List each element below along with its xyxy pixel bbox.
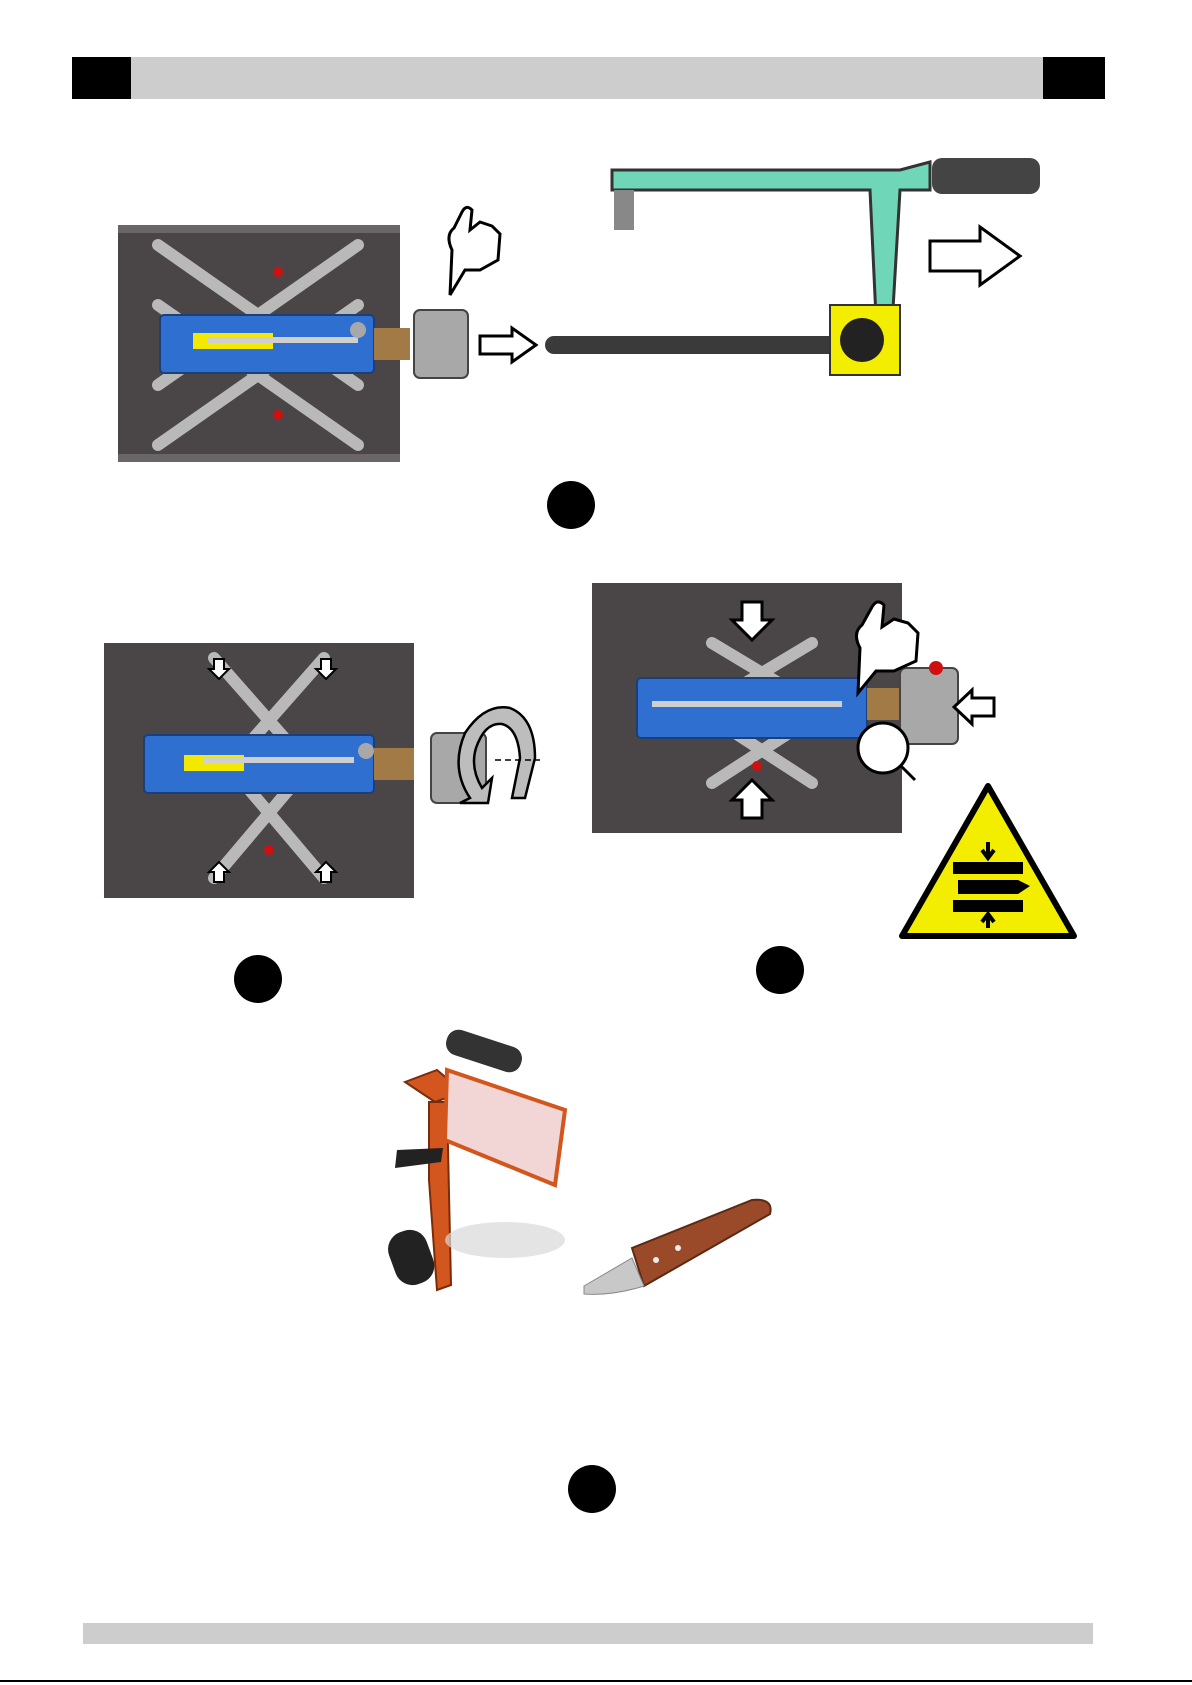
- step-3-badge: [756, 946, 804, 994]
- footer-bar: [83, 1623, 1093, 1644]
- outline-arrow-icon: [928, 225, 1023, 287]
- magnifier-icon: [855, 720, 917, 782]
- header-bar: [72, 57, 1105, 99]
- step-4-badge: [568, 1465, 616, 1513]
- outline-arrow-icon: [478, 326, 538, 364]
- figure-1-pipe-tool: [118, 225, 400, 462]
- header-page-block-left: [72, 57, 131, 99]
- step-1-badge: [547, 481, 595, 529]
- chamfer-tool-image: [385, 1030, 585, 1295]
- down-arrow-icon: [730, 600, 774, 642]
- figure-2-pipe-tool: [104, 643, 414, 898]
- bottom-rule: [0, 1680, 1192, 1682]
- up-arrow-icon: [315, 860, 337, 884]
- up-arrow-icon: [730, 778, 774, 820]
- step-2-badge: [234, 955, 282, 1003]
- scraper-knife-image: [582, 1198, 777, 1298]
- outline-arrow-icon: [952, 688, 996, 726]
- header-page-block-right: [1043, 57, 1105, 99]
- pointing-hand-icon: [850, 593, 930, 703]
- crush-hazard-warning-icon: [898, 782, 1078, 940]
- figure-1-nut: [414, 310, 468, 378]
- pointing-hand-icon: [440, 200, 510, 300]
- up-arrow-icon: [208, 860, 230, 884]
- down-arrow-icon: [315, 657, 337, 681]
- down-arrow-icon: [208, 657, 230, 681]
- rotate-arrow-icon: [440, 698, 540, 808]
